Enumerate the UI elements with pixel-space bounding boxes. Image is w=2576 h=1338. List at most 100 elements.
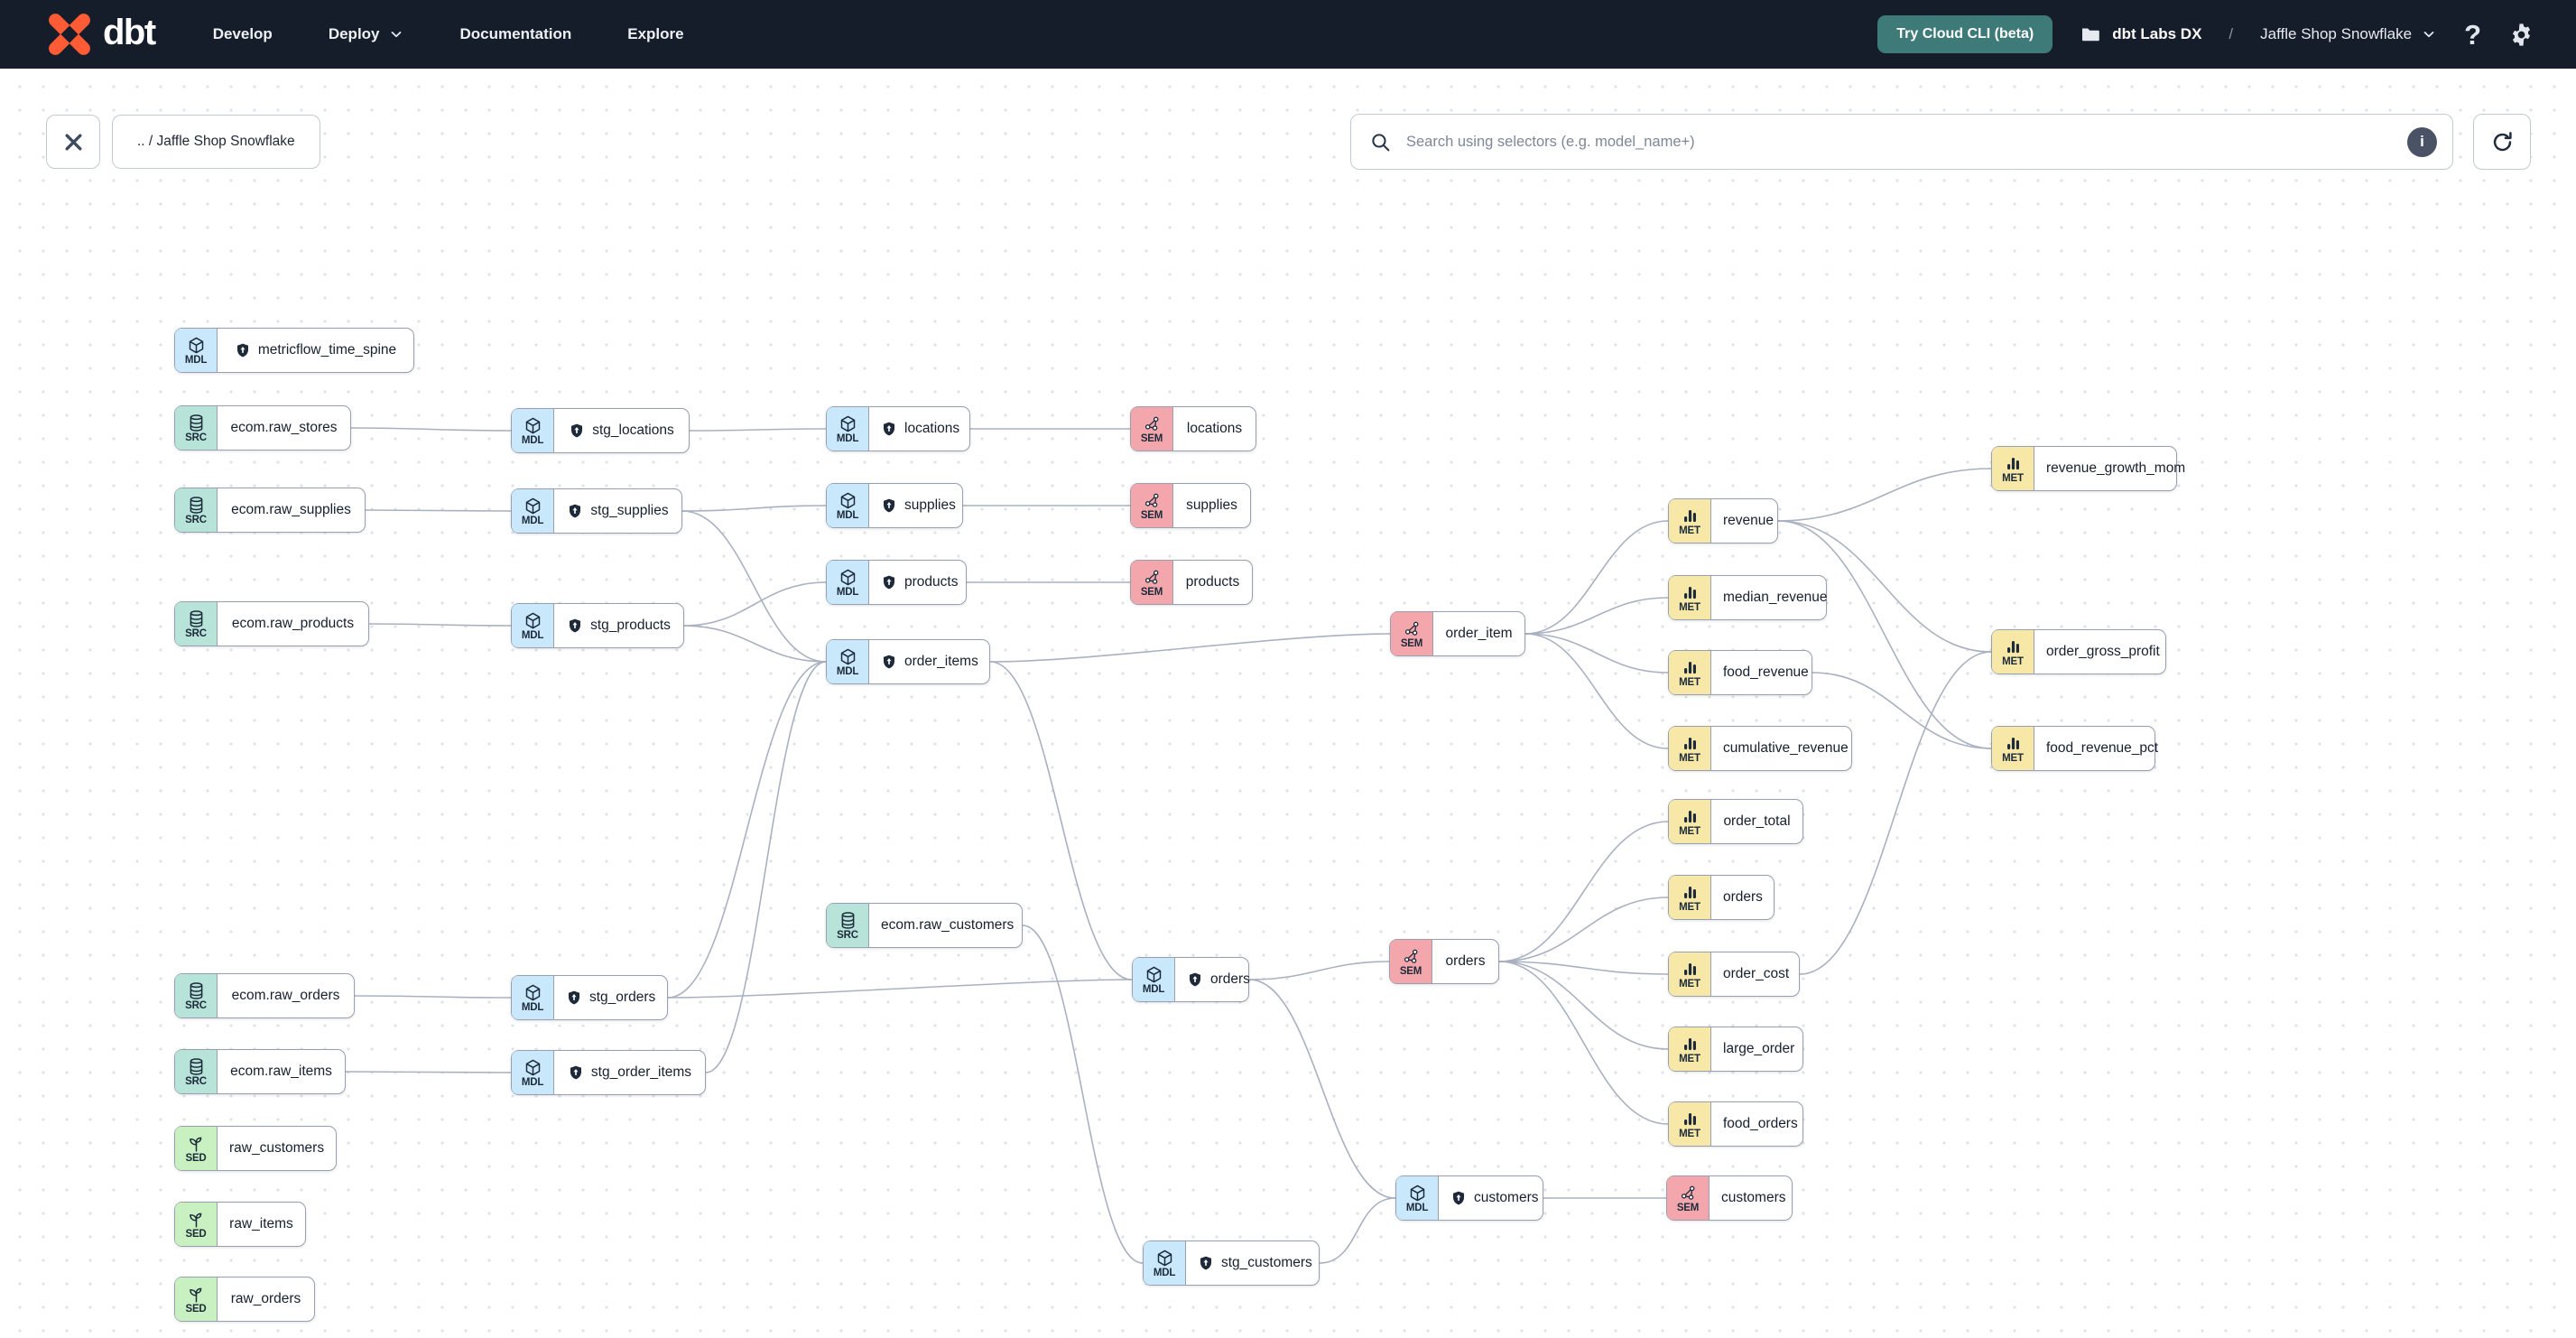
sem-type-badge: SEM [1131, 407, 1173, 451]
mdl-type-badge: MDL [512, 976, 554, 1019]
node-label: stg_orders [554, 976, 667, 1019]
selector-search-bar[interactable]: i [1350, 114, 2453, 170]
node-cumulative_revenue[interactable]: MET cumulative_revenue [1668, 726, 1852, 771]
node-label: order_item [1445, 626, 1513, 641]
nav-item-develop[interactable]: Develop [212, 25, 273, 42]
account-switcher[interactable]: dbt Labs DX [2080, 23, 2201, 45]
met-type-badge: MET [1992, 447, 2034, 490]
project-switcher[interactable]: Jaffle Shop Snowflake [2260, 25, 2437, 43]
close-lineage-button[interactable] [46, 115, 100, 169]
nav-item-documentation[interactable]: Documentation [459, 25, 572, 42]
node-label: ecom.raw_stores [230, 420, 338, 435]
node-label: supplies [869, 484, 968, 527]
try-cloud-cli-button[interactable]: Try Cloud CLI (beta) [1877, 15, 2053, 53]
sed-type-badge: SED [175, 1203, 218, 1246]
node-label: metricflow_time_spine [218, 329, 413, 372]
src-type-badge: SRC [175, 1050, 218, 1093]
metric-bars-icon [1683, 510, 1696, 523]
info-icon[interactable]: i [2407, 126, 2437, 157]
breadcrumb[interactable]: .. / Jaffle Shop Snowflake [112, 115, 320, 169]
node-label: ecom.raw_supplies [231, 502, 351, 517]
settings-button[interactable] [2508, 22, 2534, 48]
node-label: median_revenue [1723, 590, 1828, 605]
chevron-down-icon [391, 32, 401, 38]
dbt-logo-text: dbt [103, 13, 156, 52]
met-type-badge: MET [1669, 727, 1711, 770]
metric-bars-icon [1683, 811, 1696, 823]
search-input[interactable] [1404, 132, 2395, 152]
refresh-button[interactable] [2473, 114, 2531, 170]
nav-item-explore[interactable]: Explore [627, 25, 684, 42]
folder-icon [2082, 28, 2100, 42]
contract-shield-icon [1453, 1191, 1464, 1205]
dbt-logo-icon [49, 14, 90, 55]
node-sem_locations[interactable]: SEM locations [1130, 406, 1256, 451]
semantic-model-icon [1681, 1185, 1694, 1201]
contract-shield-icon [570, 1065, 581, 1080]
model-cube-icon [840, 415, 855, 432]
help-icon[interactable]: ? [2464, 18, 2481, 51]
breadcrumb-separator: / [2229, 25, 2234, 42]
model-cube-icon [840, 648, 855, 665]
seed-sprout-icon [189, 1287, 201, 1303]
node-label: cumulative_revenue [1723, 740, 1849, 756]
contract-shield-icon [569, 990, 579, 1005]
metric-bars-icon [1683, 887, 1696, 899]
contract-shield-icon [236, 343, 248, 358]
dbt-logo[interactable]: dbt [47, 12, 156, 57]
contract-shield-icon [1200, 1256, 1211, 1270]
node-label: products [869, 561, 969, 604]
node-label: stg_customers [1186, 1241, 1324, 1285]
node-label: locations [1186, 421, 1243, 436]
metric-bars-icon [2006, 641, 2019, 654]
source-database-icon [190, 1058, 202, 1075]
mdl-type-badge: MDL [1133, 958, 1175, 1001]
nav-item-deploy[interactable]: Deploy [329, 25, 404, 43]
semantic-model-icon [1144, 570, 1158, 585]
mdl-type-badge: MDL [175, 329, 218, 372]
model-cube-icon [1146, 966, 1161, 983]
semantic-model-icon [1144, 416, 1158, 432]
node-label: food_orders [1723, 1116, 1798, 1131]
node-label: ecom.raw_orders [231, 988, 340, 1003]
